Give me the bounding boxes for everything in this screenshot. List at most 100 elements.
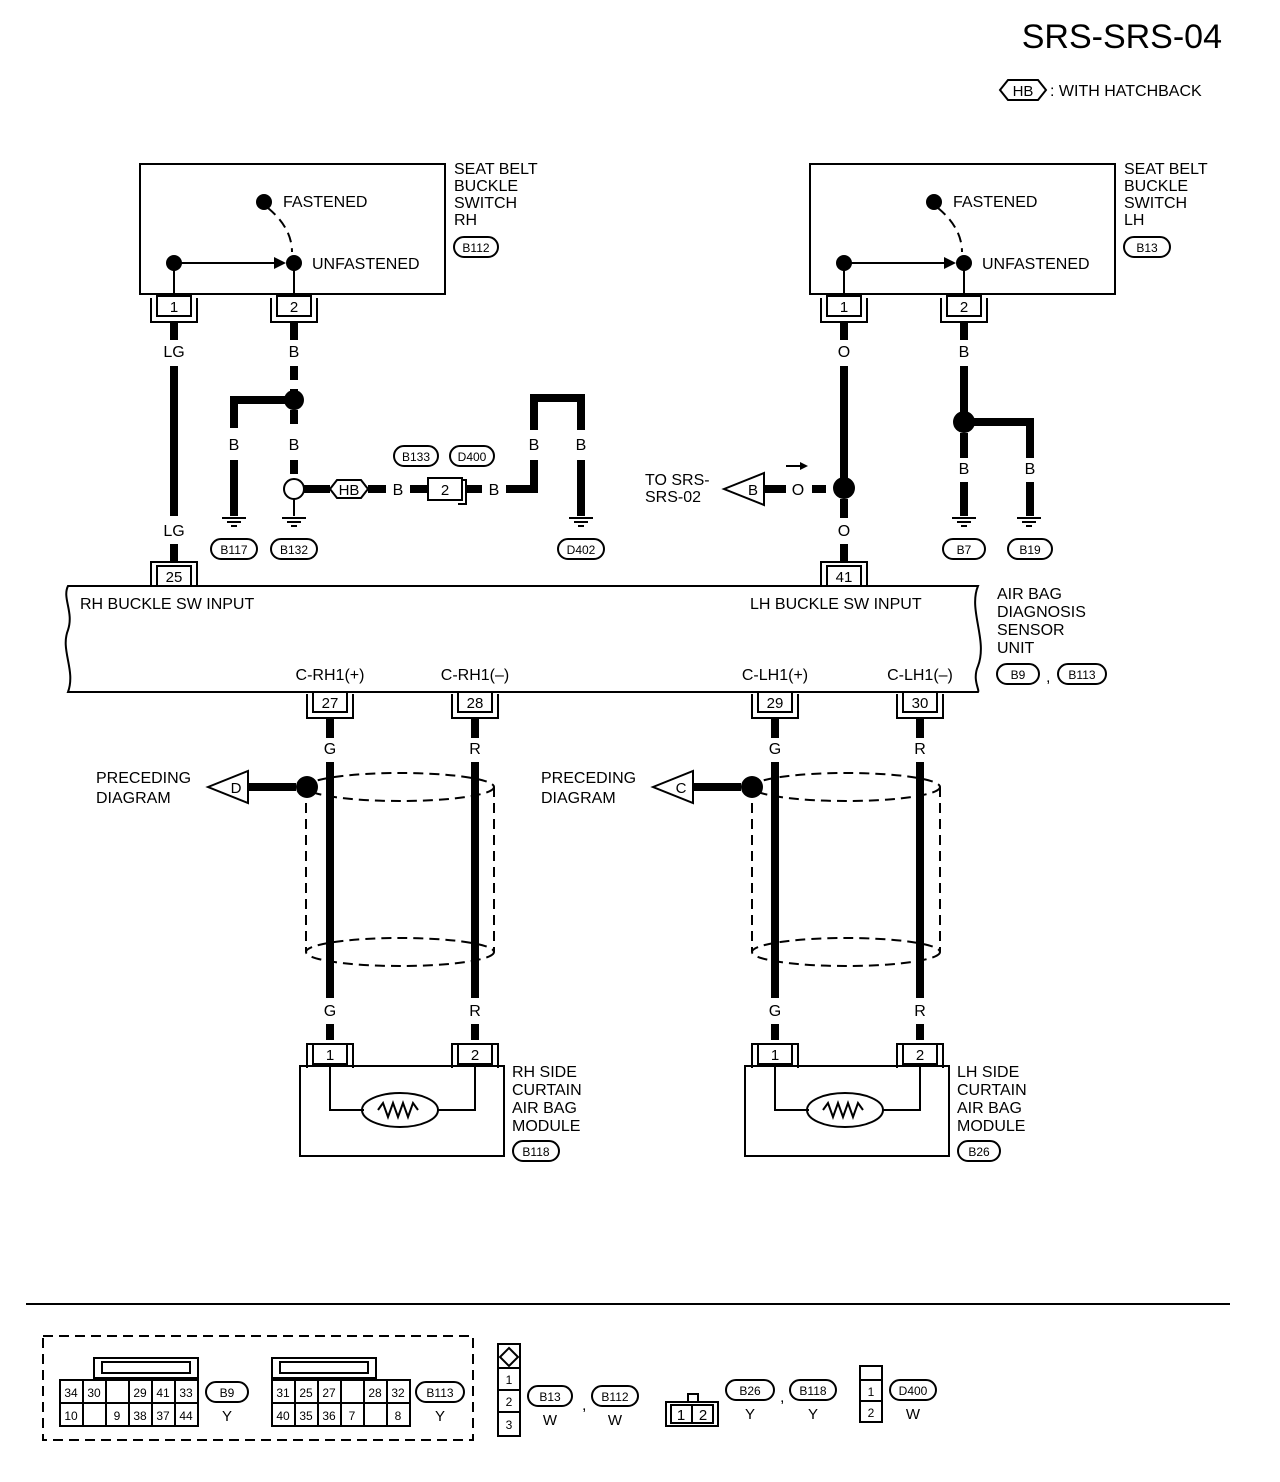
shield-top <box>305 772 495 802</box>
module-lh-name-1: LH SIDE <box>957 1064 1019 1081</box>
b26-color: Y <box>745 1406 755 1423</box>
b9-cell: 38 <box>133 1409 147 1423</box>
conn-d400-badge <box>449 445 495 467</box>
lh-curtain-circuit: G G R R C PRECEDING DIAGRAM 1 2 LH SIDE … <box>541 718 1027 1162</box>
socket-box <box>457 691 493 713</box>
wire-label-o: O <box>838 344 850 361</box>
connector-latch <box>271 1357 377 1379</box>
switch-lh-connector: B13 <box>1136 241 1158 255</box>
b9-cell: 9 <box>114 1409 121 1423</box>
switch-rh-arrow <box>274 257 286 269</box>
module-lh-connector-badge <box>957 1140 1001 1162</box>
switch-lh-name-1: SEAT BELT <box>1124 161 1208 178</box>
switch-rh-connector-badge <box>453 236 499 258</box>
connector-latch <box>859 1365 883 1381</box>
socket-box <box>826 295 862 317</box>
wire-label-b: B <box>289 344 300 361</box>
switch-rh-name-1: SEAT BELT <box>454 161 538 178</box>
sensor-conn-badge <box>996 663 1040 685</box>
legend-text: : WITH HATCHBACK <box>1050 83 1202 100</box>
preceding-rh-arrow <box>205 769 249 805</box>
to-srs-line1: TO SRS- <box>645 472 710 489</box>
wire-label-o: O <box>838 523 850 540</box>
sensor-unit-name-4: UNIT <box>997 640 1035 657</box>
module-lh-lead <box>882 1066 921 1111</box>
wire-label-o: O <box>792 482 804 499</box>
socket-box <box>757 691 793 713</box>
sensor-pin-28: 28 <box>467 695 484 712</box>
switch-lh-pin-1: 1 <box>840 299 848 316</box>
d400-pin: 1 <box>868 1385 875 1399</box>
preceding-lh-code: C <box>676 780 687 797</box>
to-srs-code: B <box>748 482 758 499</box>
d400-pin: 2 <box>868 1406 875 1420</box>
b113-cell: 25 <box>299 1386 313 1400</box>
wire-label-g: G <box>324 741 336 758</box>
shield-top <box>751 772 941 802</box>
preceding-rh-code: D <box>231 780 242 797</box>
sensor-unit-name-3: SENSOR <box>997 622 1065 639</box>
shield-bottom <box>305 937 495 967</box>
b9-cell: 33 <box>179 1386 193 1400</box>
lh-switch-wiring: O O O B TO SRS- SRS-02 B B B <box>645 322 1035 562</box>
switch-lh-fastened-label: FASTENED <box>953 194 1037 211</box>
wire-b-to-b117 <box>230 396 294 428</box>
module-rh-name-3: AIR BAG <box>512 1100 577 1117</box>
shield-drain-rh <box>296 776 318 798</box>
ground-badge <box>557 538 605 560</box>
wire-label-r: R <box>469 741 481 758</box>
socket-box <box>457 1043 493 1065</box>
wire-b-to-b19 <box>964 418 1034 458</box>
b113-cell: 31 <box>276 1386 290 1400</box>
sensor-conn-b9: B9 <box>1011 668 1026 682</box>
sensor-pin-27: 27 <box>322 695 339 712</box>
ground-b117: B117 <box>210 517 258 560</box>
ground-b132: B132 <box>270 517 318 560</box>
ground-b7: B7 <box>942 517 986 560</box>
module-lh-pin-2: 2 <box>916 1047 924 1064</box>
connector-b9-face: 34 30 29 41 33 10 9 38 37 44 B9 Y <box>59 1357 249 1427</box>
wire-label-b: B <box>393 482 404 499</box>
legend-code: HB <box>1013 83 1034 100</box>
ground-d402-label: D402 <box>567 543 596 557</box>
d400-color: W <box>906 1406 921 1423</box>
socket-box <box>276 295 312 317</box>
wire-label-r: R <box>469 1003 481 1020</box>
socket-box <box>902 1043 938 1065</box>
connector-latch-slot <box>279 1361 369 1374</box>
wire-label-lg: LG <box>163 344 184 361</box>
shield-drain-lh <box>741 776 763 798</box>
module-lh-connector: B26 <box>968 1145 990 1159</box>
b112-color: W <box>608 1412 623 1429</box>
connector-views: 34 30 29 41 33 10 9 38 37 44 B9 Y <box>42 1335 937 1441</box>
switch-lh-arrow <box>944 257 956 269</box>
d400-code: D400 <box>899 1384 928 1398</box>
socket-box <box>902 691 938 713</box>
b9-cell: 29 <box>133 1386 147 1400</box>
d400-badge <box>889 1379 937 1401</box>
ground-badge <box>210 538 258 560</box>
module-lh-name-4: MODULE <box>957 1118 1025 1135</box>
b9-cell: 44 <box>179 1409 193 1423</box>
module-rh-name-1: RH SIDE <box>512 1064 577 1081</box>
sensor-conn-sep: , <box>1046 669 1050 686</box>
sensor-pin-41: 41 <box>836 569 853 586</box>
shield-bottom <box>751 937 941 967</box>
module-rh-pin-1: 1 <box>326 1047 334 1064</box>
module-lh-name-2: CURTAIN <box>957 1082 1027 1099</box>
ground-badge <box>1007 538 1053 560</box>
b113-cell: 36 <box>322 1409 336 1423</box>
b26-pin: 2 <box>699 1407 707 1424</box>
ground-d402: D402 <box>557 517 605 560</box>
module-rh-lead <box>437 1066 476 1111</box>
switch-rh-pin-2: 2 <box>290 299 298 316</box>
connector-body <box>665 1401 719 1427</box>
lh-buckle-sw-input-label: LH BUCKLE SW INPUT <box>750 596 922 613</box>
connector-b26-b118-face: 1 2 B26 Y , B118 Y <box>665 1379 837 1427</box>
seat-belt-switch-rh: FASTENED UNFASTENED SEAT BELT BUCKLE SWI… <box>139 161 538 295</box>
wire-label-b: B <box>529 437 540 454</box>
module-rh-squib <box>361 1092 439 1128</box>
term-c-lh1-minus: C-LH1(–) <box>887 667 953 684</box>
b9-cell: 37 <box>156 1409 170 1423</box>
